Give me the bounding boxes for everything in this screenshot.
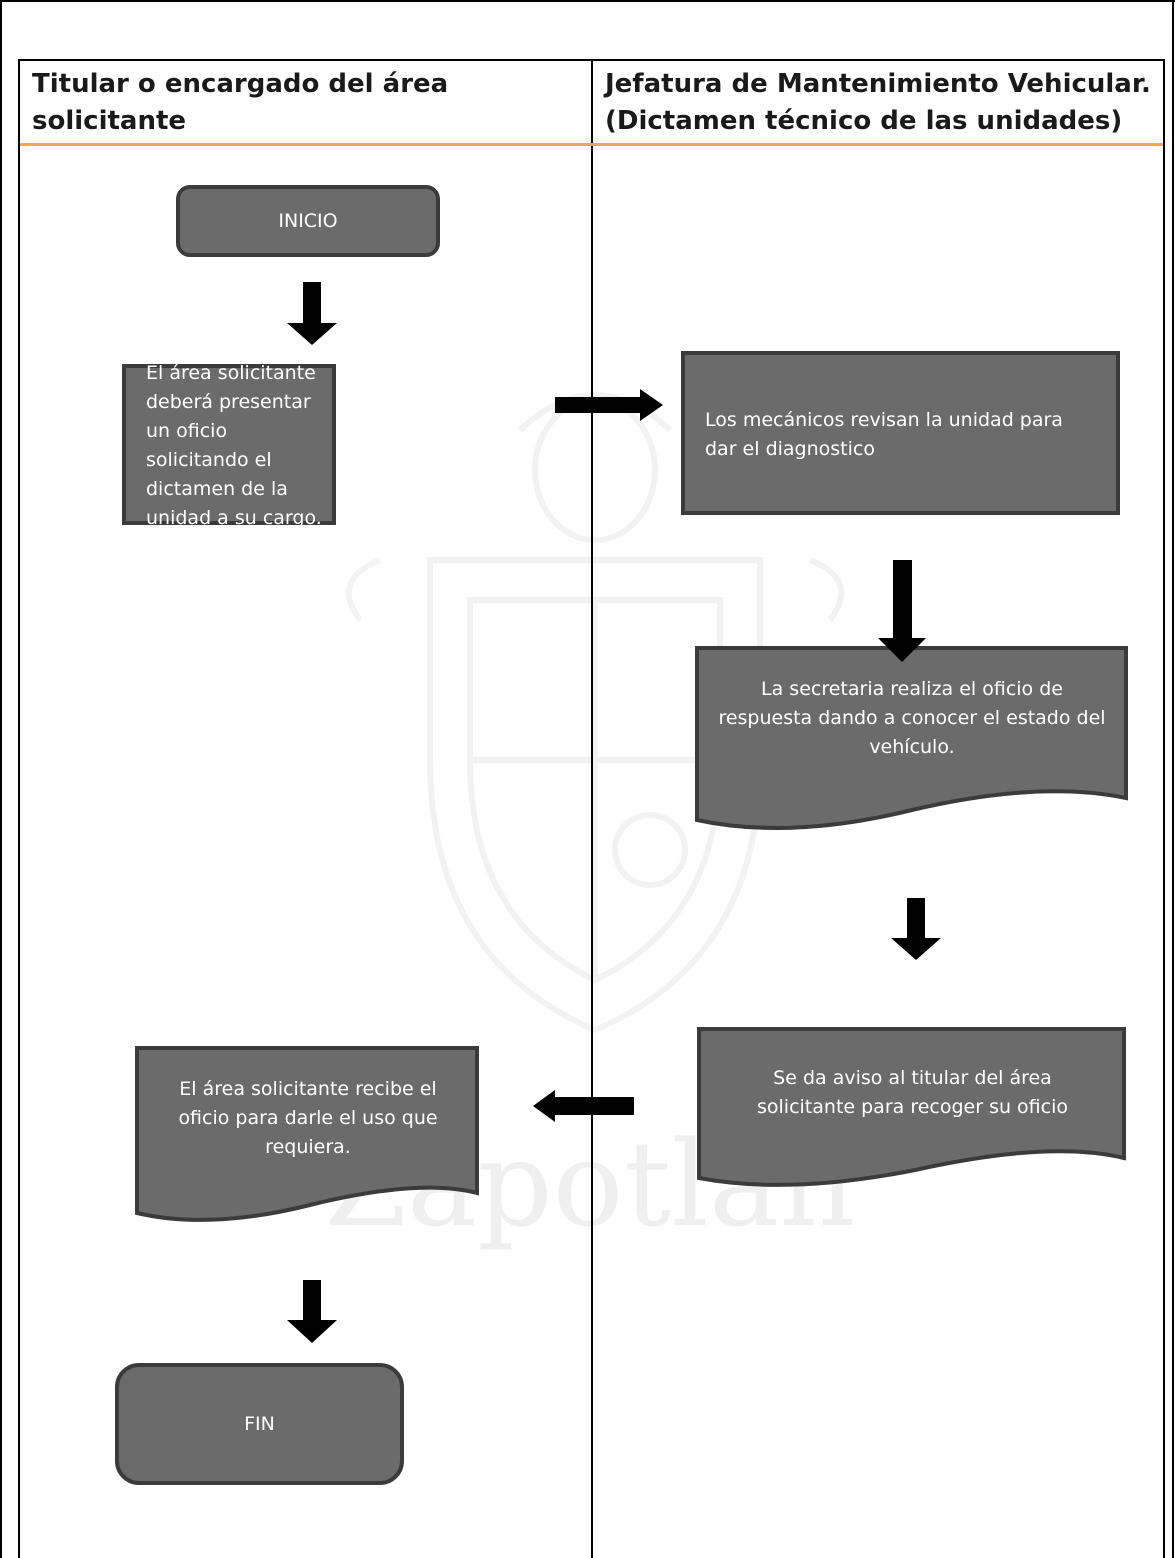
arrow-response-to-notice (891, 898, 941, 960)
end-terminator (115, 1363, 404, 1485)
request-process-box (122, 364, 336, 525)
lane-header-requester-line1: Titular o encargado del área (32, 69, 449, 99)
response-label: La secretaria realiza el oficio de respu… (717, 668, 1107, 768)
notice-document-shape (697, 1027, 1126, 1187)
lane-header-maintenance: Jefatura de Mantenimiento Vehicular. (Di… (605, 66, 1151, 140)
frame-top-border (0, 0, 1175, 2)
lane-header-maintenance-line2: (Dictamen técnico de las unidades) (605, 106, 1123, 136)
lane-divider (591, 60, 593, 1558)
end-label: FIN (244, 1412, 275, 1435)
table-right-border (1163, 60, 1165, 1558)
header-separator (20, 143, 1163, 146)
receive-label: El área solicitante recibe el oficio par… (152, 1068, 464, 1168)
table-left-border (18, 60, 20, 1558)
arrow-notice-to-receive (533, 1090, 634, 1122)
response-label-text: La secretaria realiza el oficio de respu… (718, 677, 1106, 758)
arrow-receive-to-end (287, 1280, 337, 1343)
arrow-request-to-review (555, 389, 663, 421)
receive-label-text: El área solicitante recibe el oficio par… (178, 1077, 438, 1158)
notice-label-text: Se da aviso al titular del área solicita… (757, 1067, 1068, 1118)
notice-label: Se da aviso al titular del área solicita… (730, 1058, 1095, 1128)
request-label: El área solicitante deberá presentar un … (146, 362, 332, 529)
review-process-box (681, 351, 1120, 515)
arrow-review-to-response (878, 560, 926, 662)
arrow-start-to-request (287, 282, 337, 345)
frame-right-border (1172, 0, 1174, 1558)
response-document-shape (695, 646, 1128, 830)
lane-header-requester: Titular o encargado del área solicitante (32, 66, 448, 140)
lane-header-requester-line2: solicitante (32, 106, 187, 136)
start-terminator (176, 185, 440, 257)
start-label: INICIO (278, 209, 338, 232)
receive-document-shape (135, 1046, 479, 1222)
review-label: Los mecánicos revisan la unidad para dar… (705, 395, 1100, 475)
lane-header-maintenance-line1: Jefatura de Mantenimiento Vehicular. (605, 69, 1151, 99)
frame-left-border (0, 0, 2, 1558)
request-label-text: El área solicitante deberá presentar un … (146, 362, 322, 529)
review-label-text: Los mecánicos revisan la unidad para dar… (705, 409, 1063, 460)
